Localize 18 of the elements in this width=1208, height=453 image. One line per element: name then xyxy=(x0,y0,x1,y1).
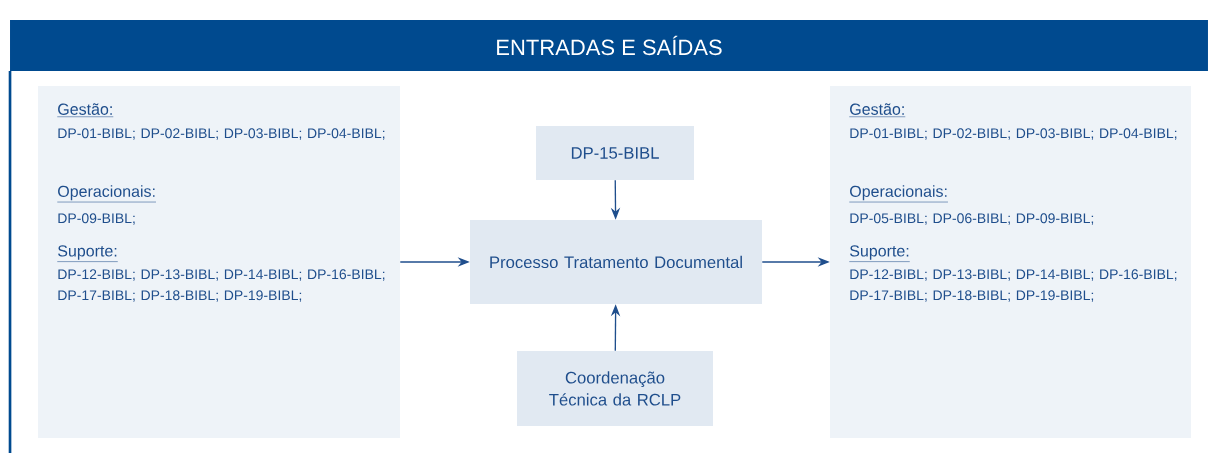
list-panel xyxy=(830,86,1191,438)
list-panel xyxy=(38,86,400,438)
process-box: Coordenação Técnica da RCLP xyxy=(517,351,713,426)
code-list: DP-05-BIBL; DP-06-BIBL; DP-09-BIBL; xyxy=(850,213,1094,225)
code-list: DP-12-BIBL; DP-13-BIBL; DP-14-BIBL; DP-16-BIBL; DP-17-BIBL; DP-18-BIBL; DP-19-BIBL; xyxy=(58,269,385,302)
code-list: DP-09-BIBL; xyxy=(58,213,135,225)
code-list: DP-01-BIBL; DP-02-BIBL; DP-03-BIBL; DP-04-BIBL; xyxy=(58,128,385,140)
section-heading: Operacionais: xyxy=(849,185,949,203)
section-heading: Operacionais: xyxy=(57,185,157,203)
section-heading: Gestão: xyxy=(849,103,906,118)
section-heading: Suporte: xyxy=(849,245,910,262)
section-heading: Gestão: xyxy=(57,103,114,118)
process-box: DP-15-BIBL xyxy=(536,126,694,180)
code-list: DP-01-BIBL; DP-02-BIBL; DP-03-BIBL; DP-04-BIBL; xyxy=(850,128,1177,140)
header-band: ENTRADAS E SAÍDAS xyxy=(10,20,1208,71)
section-heading: Suporte: xyxy=(57,245,119,262)
code-list: DP-12-BIBL; DP-13-BIBL; DP-14-BIBL; DP-16-BIBL; DP-17-BIBL; DP-18-BIBL; DP-19-BIBL; xyxy=(850,269,1177,302)
process-box: Processo Tratamento Documental xyxy=(470,220,762,304)
